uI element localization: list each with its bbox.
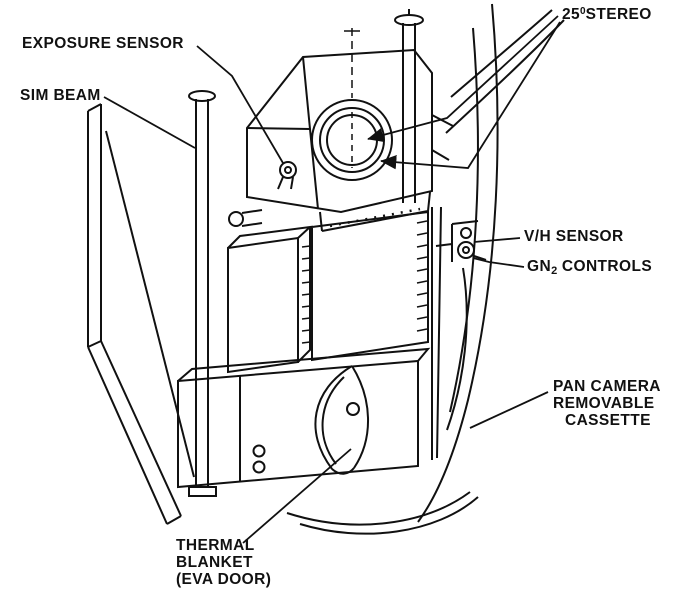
stereo-degree-sign: 0 [580, 6, 586, 17]
mounting-plate-rivets [329, 207, 421, 228]
housing-front-face [177, 359, 419, 489]
side-peg [228, 211, 244, 227]
gn2-valve-inner [462, 246, 470, 254]
leader-thermal-blanket [242, 448, 352, 544]
leader-pan-cassette [469, 391, 549, 429]
main-body-front [311, 210, 429, 362]
gn2-valve-outer [457, 241, 475, 259]
thermal-blanket-right-curve [351, 365, 370, 469]
left-pole [195, 99, 209, 487]
left-wall-diagonal [87, 340, 182, 525]
label-thermal-blanket: THERMAL BLANKET (EVA DOOR) [176, 537, 271, 588]
housing-fastener-bottom [252, 460, 266, 474]
left-wall-vertical [87, 103, 102, 348]
head-to-panel-connectors [431, 114, 454, 161]
leader-exposure-sensor [196, 45, 284, 164]
leader-stereo-2 [380, 21, 561, 170]
thermal-blanket-left-curve [314, 365, 353, 470]
right-pole [402, 9, 416, 203]
right-pole-cap [394, 14, 424, 26]
left-pole-base [188, 486, 217, 497]
thermal-blanket-inner-curve [321, 376, 345, 465]
label-gn2-controls: GN2 CONTROLS [527, 259, 652, 279]
gn2-base: GN [527, 258, 552, 275]
vent-hatch-column-left [301, 245, 311, 344]
exposure-sensor-legs [277, 176, 294, 190]
bay-panel-inner-curve [449, 27, 479, 413]
pan-cassette-line-3: CASSETTE [565, 412, 651, 429]
pan-cassette-line-2: REMOVABLE [553, 395, 655, 412]
curved-bay-panel [286, 3, 565, 535]
label-pan-camera-cassette: PAN CAMERA REMOVABLE CASSETTE [553, 378, 661, 429]
leader-sim-beam [103, 96, 196, 149]
stereo-value: 25 [562, 6, 581, 23]
left-box-top-side [227, 225, 314, 363]
callout-leaders [103, 15, 561, 544]
sensor-bracket [435, 220, 487, 262]
leader-gn2-controls [472, 257, 525, 268]
side-peg-arm [241, 209, 263, 227]
housing-fastener-top [252, 444, 266, 458]
gn2-word: CONTROLS [557, 258, 653, 275]
bay-panel-bottom-sweep-2 [299, 496, 479, 535]
camera-head [246, 28, 454, 232]
left-box-front [227, 236, 299, 374]
label-sim-beam: SIM BEAM [20, 87, 101, 104]
bay-panel-outer-curve [417, 3, 499, 523]
thermal-blanket-knob [346, 402, 360, 416]
gn2-line-cable [446, 267, 468, 431]
thermal-blanket-line-1: THERMAL [176, 537, 255, 554]
label-exposure-sensor: EXPOSURE SENSOR [22, 35, 184, 52]
body-side-cables [431, 206, 442, 460]
stereo-word: STEREO [585, 6, 652, 23]
left-pole-cap [188, 90, 216, 102]
label-25-stereo: 250STEREO [562, 4, 652, 23]
camera-head-outline [246, 48, 433, 214]
left-wall-inner-edge [105, 130, 195, 478]
pan-cassette-line-1: PAN CAMERA [553, 378, 661, 395]
label-vh-sensor: V/H SENSOR [524, 228, 624, 245]
bay-panel-bottom-sweep-1 [286, 491, 471, 526]
exposure-sensor-knob [279, 161, 297, 179]
leader-vh-sensor [473, 237, 521, 243]
camera-head-edges [246, 56, 319, 210]
housing-top-face [177, 347, 431, 382]
sensor-cluster [435, 220, 487, 431]
lens-outer-ring [311, 99, 393, 181]
vh-sensor-body [460, 227, 472, 239]
leader-stereo-1 [367, 15, 559, 143]
gn2-subscript: 2 [551, 265, 558, 277]
exposure-sensor-center [284, 166, 292, 174]
thermal-blanket-line-2: BLANKET [176, 554, 253, 571]
left-wall-structure [87, 103, 195, 525]
bay-panel-top-diagonal-1 [450, 9, 553, 98]
sim-beam-poles [188, 9, 424, 497]
cassette-housing [177, 347, 431, 489]
bay-panel-top-diagonal-2 [445, 19, 565, 134]
vent-hatch-column-right [416, 220, 428, 332]
thermal-blanket-line-3: (EVA DOOR) [176, 571, 272, 588]
thermal-blanket-bottom-curve [331, 467, 355, 475]
camera-body [227, 206, 442, 460]
